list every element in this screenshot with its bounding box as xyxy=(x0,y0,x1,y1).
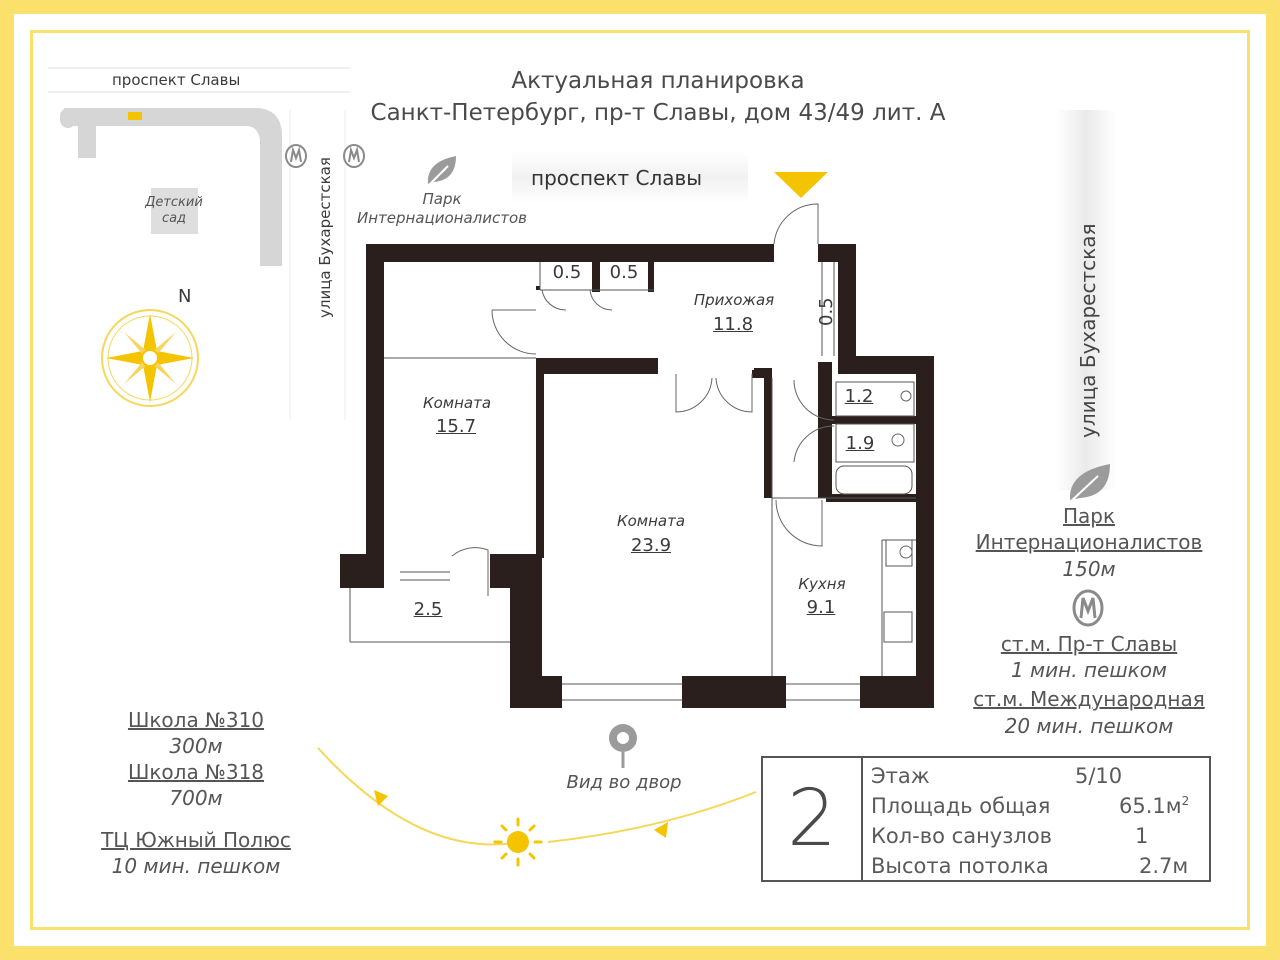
apartment-info-box: 2 Этаж 5/10 Площадь общая 65.1м2 Кол-во … xyxy=(761,756,1211,882)
park-name-1[interactable]: Парк xyxy=(1062,504,1116,528)
walls xyxy=(340,244,934,708)
info-floor-value: 5/10 xyxy=(1075,764,1123,788)
interior-lines xyxy=(349,262,916,701)
door-swings xyxy=(451,203,913,596)
kindergarten-block xyxy=(151,188,198,234)
kindergarten-label-2: сад xyxy=(161,211,187,226)
info-area-label: Площадь общая xyxy=(871,794,1051,818)
room-area-toilet: 1.2 xyxy=(844,386,874,407)
metro-icon xyxy=(1072,589,1104,627)
school2-distance: 700м xyxy=(169,786,223,810)
park-name-2[interactable]: Интернационалистов xyxy=(975,530,1203,554)
street-banner-right xyxy=(1056,110,1116,490)
street-banner-top xyxy=(512,152,748,204)
north-label: N xyxy=(178,286,192,307)
rooms-count: 2 xyxy=(763,758,863,880)
school1-distance: 300м xyxy=(169,734,223,758)
room-area: 0.5 xyxy=(609,262,639,283)
park-leaf-icon xyxy=(425,156,456,189)
metro1-name[interactable]: ст.м. Пр-т Славы xyxy=(1000,632,1178,656)
entrance-marker-icon xyxy=(774,172,828,198)
room-name-hallway: Прихожая xyxy=(693,291,775,309)
room-area-balcony: 2.5 xyxy=(413,599,443,620)
page-title: Актуальная планировка xyxy=(511,68,805,94)
room-area-room1: 15.7 xyxy=(435,416,477,437)
minimap-street-side: улица Бухарестская xyxy=(316,157,334,318)
metro2-name[interactable]: ст.м. Международная xyxy=(973,687,1205,711)
info-area-value: 65.1м2 xyxy=(1119,794,1189,818)
room-area-kitchen: 9.1 xyxy=(806,597,836,618)
info-area-superscript: 2 xyxy=(1181,794,1190,808)
sun-path xyxy=(317,747,757,867)
room-area-hallway: 11.8 xyxy=(712,314,754,335)
mall-name[interactable]: ТЦ Южный Полюс xyxy=(101,828,291,852)
room-area: 0.5 xyxy=(552,262,582,283)
info-bathrooms-label: Кол-во санузлов xyxy=(871,824,1053,848)
room-area-bath: 1.9 xyxy=(845,433,875,454)
plan-street-right: улица Бухарестская xyxy=(1076,223,1100,438)
room-name-kitchen: Кухня xyxy=(798,575,846,593)
plan-park-line1: Парк xyxy=(422,190,462,208)
park-leaf-icon-right xyxy=(1067,464,1110,505)
room-area-room2: 23.9 xyxy=(630,535,672,556)
compass-icon xyxy=(101,309,199,407)
info-ceiling-value: 2.7м xyxy=(1139,854,1189,878)
room-name-room1: Комната xyxy=(422,394,492,412)
plan-street-top: проспект Славы xyxy=(531,166,703,190)
view-pin-icon xyxy=(609,724,637,768)
info-floor-label: Этаж xyxy=(871,764,930,788)
room-name-room2: Комната xyxy=(616,512,686,530)
school1-name[interactable]: Школа №310 xyxy=(127,708,265,732)
mall-time: 10 мин. пешком xyxy=(111,854,281,878)
metro1-time: 1 мин. пешком xyxy=(1010,658,1168,682)
minimap-street-top: проспект Славы xyxy=(112,71,241,89)
info-area-number: 65.1м xyxy=(1119,794,1182,818)
school2-name[interactable]: Школа №318 xyxy=(127,760,265,784)
building-marker xyxy=(128,112,142,120)
metro2-time: 20 мин. пешком xyxy=(1004,714,1174,738)
view-label: Вид во двор xyxy=(566,772,682,793)
info-ceiling-label: Высота потолка xyxy=(871,854,1049,878)
info-bathrooms-value: 1 xyxy=(1135,824,1149,848)
metro-icon-small xyxy=(285,144,365,168)
kindergarten-label-1: Детский xyxy=(145,195,203,210)
room-area: 0.5 xyxy=(816,297,837,326)
park-distance: 150м xyxy=(1062,557,1116,581)
minimap xyxy=(48,67,365,420)
plan-park-line2: Интернационалистов xyxy=(357,209,527,227)
sun-icon xyxy=(493,817,543,867)
page-address: Санкт-Петербург, пр-т Славы, дом 43/49 л… xyxy=(370,100,946,126)
